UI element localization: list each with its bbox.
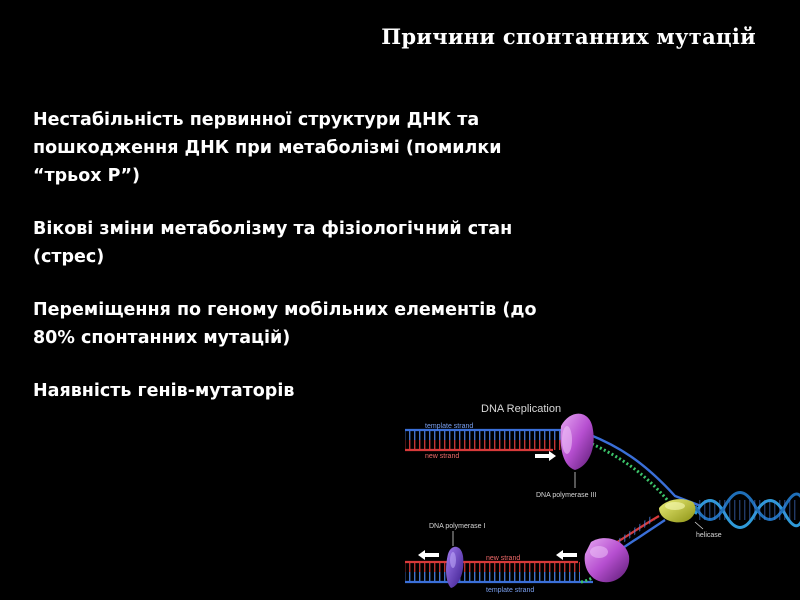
label-dna-polymerase-iii: DNA polymerase III <box>536 492 596 499</box>
dna-double-helix <box>693 491 800 529</box>
arrow-left-icon <box>418 550 439 560</box>
dna-polymerase-iii-lagging <box>584 538 630 583</box>
figure-title: DNA Replication <box>481 403 561 415</box>
bullet-list: Нестабільність первинної структури ДНК т… <box>33 106 573 405</box>
label-helicase: helicase <box>696 532 722 539</box>
bullet-item: Переміщення по геному мобільних елементі… <box>33 300 537 348</box>
slide-title: Причини спонтанних мутацій <box>381 24 756 49</box>
helicase: helicase <box>659 499 722 539</box>
upper-template-arm <box>587 432 702 508</box>
label-template-strand-top: template strand <box>425 423 473 430</box>
label-dna-polymerase-i: DNA polymerase I <box>429 523 485 530</box>
lower-duplex: new strand template strand <box>405 550 610 594</box>
dna-replication-figure: DNA Replication template strand new stra… <box>403 396 800 600</box>
dna-polymerase-iii: DNA polymerase III <box>536 413 596 499</box>
label-new-strand-top: new strand <box>425 453 459 460</box>
bullet-item: Нестабільність первинної структури ДНК т… <box>33 110 502 186</box>
bullet-item: Вікові зміни метаболізму та фізіологічни… <box>33 219 513 267</box>
label-new-strand-bottom: new strand <box>486 555 520 562</box>
dna-polymerase-i: DNA polymerase I <box>429 523 485 588</box>
dna-replication-diagram: DNA Replication template strand new stra… <box>405 403 800 594</box>
bullet-item: Наявність генів-мутаторів <box>33 381 295 401</box>
label-template-strand-bottom: template strand <box>486 587 534 594</box>
arrow-left-icon <box>556 550 577 560</box>
arrow-right-icon <box>535 451 556 461</box>
upper-duplex: template strand new strand <box>405 423 568 461</box>
